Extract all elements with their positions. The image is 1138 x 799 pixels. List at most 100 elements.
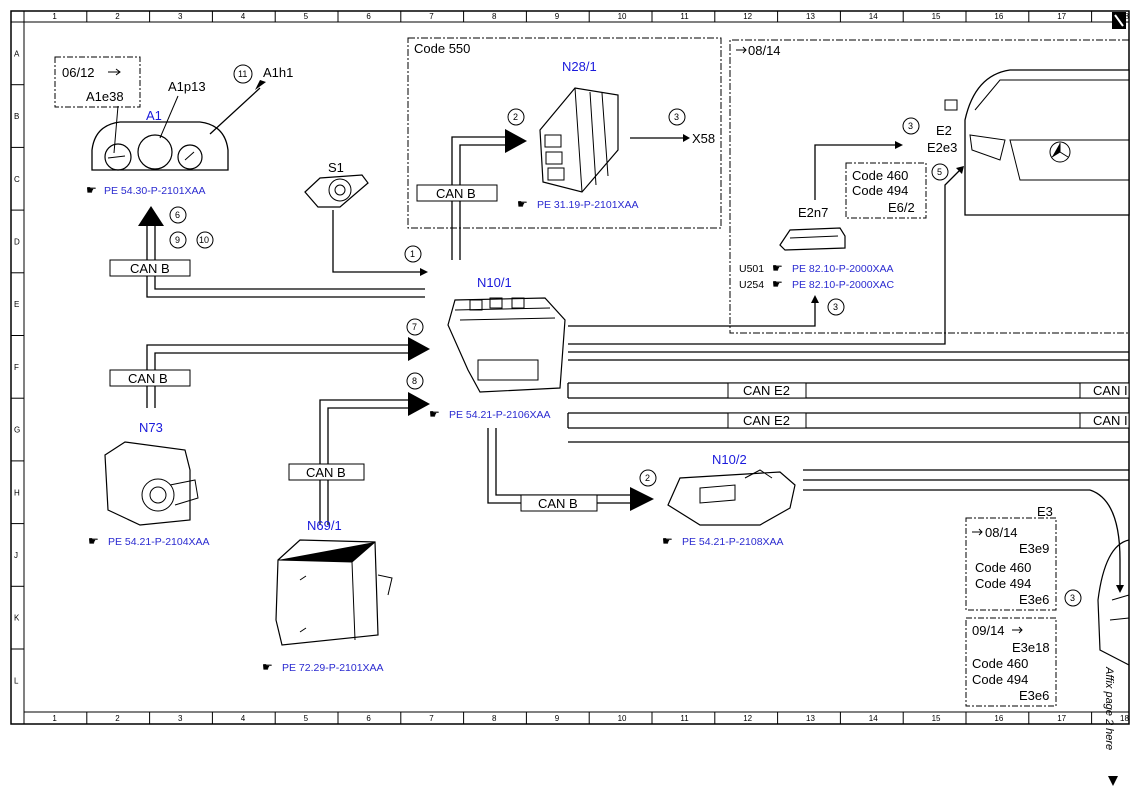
can-b-bus-n69 (319, 392, 430, 525)
column-number: 14 (869, 714, 878, 723)
a1-date-box (54, 56, 141, 108)
a1-id-label: A1 (146, 108, 162, 123)
a1-sub1-label: A1e38 (86, 89, 124, 104)
pointing-hand-icon: ☛ (88, 534, 99, 548)
can-b-label-box (109, 369, 191, 387)
can-e2-label: CAN E2 (743, 413, 790, 428)
down-triangle-icon (1108, 776, 1118, 786)
callout-6: 6 (175, 210, 180, 220)
n10-2-ref-link[interactable]: PE 54.21-P-2108XAA (682, 536, 784, 548)
column-number: 16 (994, 714, 1003, 723)
callout-circle (931, 163, 949, 181)
column-number: 1 (52, 12, 57, 21)
pointing-hand-icon: ☛ (429, 407, 440, 421)
column-number: 17 (1057, 714, 1066, 723)
leader-line (113, 105, 119, 154)
n73-ref-link[interactable]: PE 54.21-P-2104XAA (108, 536, 210, 548)
column-number: 12 (743, 12, 752, 21)
arrow-icon (972, 528, 983, 536)
row-letter: J (14, 551, 18, 560)
code550-label: Code 550 (414, 41, 470, 56)
n10-2-id-label: N10/2 (712, 452, 747, 467)
can-b-label: CAN B (306, 465, 346, 480)
a1-ref-link[interactable]: PE 54.30-P-2101XAA (104, 185, 206, 197)
s1-wire (332, 210, 420, 273)
e2n7-module-icon (779, 227, 846, 251)
n10-1-module-icon (447, 297, 566, 393)
column-number: 3 (178, 12, 183, 21)
row-letter: B (14, 112, 19, 121)
column-number: 1 (52, 714, 57, 723)
can-b-label-box (288, 463, 365, 481)
affix-note: Affix page 2 here (1103, 666, 1115, 750)
callout-5: 5 (937, 167, 942, 177)
can-e2-bus-1 (567, 382, 1129, 399)
arrow-icon (108, 68, 121, 76)
n10-1-ref-link[interactable]: PE 54.21-P-2106XAA (449, 409, 551, 421)
box-08-14 (729, 39, 1129, 334)
column-number: 12 (743, 714, 752, 723)
can-trunc-label: CAN I (1093, 383, 1128, 398)
arrowhead-icon (895, 141, 903, 149)
column-number: 9 (555, 714, 560, 723)
column-number: 16 (994, 12, 1003, 21)
column-number: 6 (366, 714, 371, 723)
e3-box2-date: 09/14 (972, 623, 1005, 638)
row-letter: C (14, 175, 20, 184)
a1h1-arrow (209, 87, 261, 135)
box-08-14-label: 08/14 (748, 43, 781, 58)
e3-box2-e3e18: E3e18 (1012, 640, 1050, 655)
callout-circle (169, 231, 187, 249)
can-label-box (1079, 412, 1130, 429)
can-b-bus-n28 (451, 129, 527, 260)
callout-circle (1064, 589, 1082, 607)
column-number: 9 (555, 12, 560, 21)
e3-box1-date: 08/14 (985, 525, 1018, 540)
pointing-hand-icon: ☛ (772, 277, 783, 291)
e6-2-label: E6/2 (888, 200, 915, 215)
column-number: 2 (115, 12, 120, 21)
code550-box (407, 37, 722, 229)
callout-circle (668, 108, 686, 126)
arrowhead-icon (255, 80, 266, 90)
a1-date-label: 06/12 (62, 65, 95, 80)
callout-8: 8 (412, 376, 417, 386)
callout-circle (639, 469, 657, 487)
n28-1-ref-link[interactable]: PE 31.19-P-2101XAA (537, 199, 639, 211)
column-number: 8 (492, 12, 497, 21)
e3-box1-code494: Code 494 (975, 576, 1031, 591)
callout-circle (507, 108, 525, 126)
callout-11: 11 (238, 69, 247, 79)
e3-box1-e3e9: E3e9 (1019, 541, 1049, 556)
pointing-hand-icon: ☛ (517, 197, 528, 211)
e3-box1-code460: Code 460 (975, 560, 1031, 575)
e3-box2-e3e6: E3e6 (1019, 688, 1049, 703)
callout-9: 9 (175, 235, 180, 245)
e2n7-ref1-link[interactable]: PE 82.10-P-2000XAA (792, 263, 894, 275)
code-494-label: Code 494 (852, 183, 908, 198)
a1-sub2-label: A1p13 (168, 79, 206, 94)
wire-n10-e2 (568, 169, 961, 345)
row-letter: E (14, 300, 19, 309)
callout-3: 3 (833, 302, 838, 312)
code-460-494-box (845, 162, 927, 219)
callout-circle (902, 117, 920, 135)
n69-1-module-icon (275, 539, 393, 646)
n10-2-module-icon (667, 469, 796, 526)
code-460-label: Code 460 (852, 168, 908, 183)
e3-box2-code494: Code 494 (972, 672, 1028, 687)
column-number: 18 (1120, 714, 1129, 723)
n69-1-ref-link[interactable]: PE 72.29-P-2101XAA (282, 662, 384, 674)
n28-1-output-label: X58 (692, 131, 715, 146)
wire (1089, 489, 1121, 585)
arrowhead-icon (1116, 585, 1124, 593)
n73-id-label: N73 (139, 420, 163, 435)
e3-id-label: E3 (1037, 504, 1053, 519)
callout-7: 7 (412, 322, 417, 332)
row-letter: H (14, 488, 20, 497)
column-number: 17 (1057, 12, 1066, 21)
column-number: 5 (304, 12, 309, 21)
e2n7-ref2-link[interactable]: PE 82.10-P-2000XAC (792, 279, 895, 291)
row-letter: G (14, 426, 20, 435)
